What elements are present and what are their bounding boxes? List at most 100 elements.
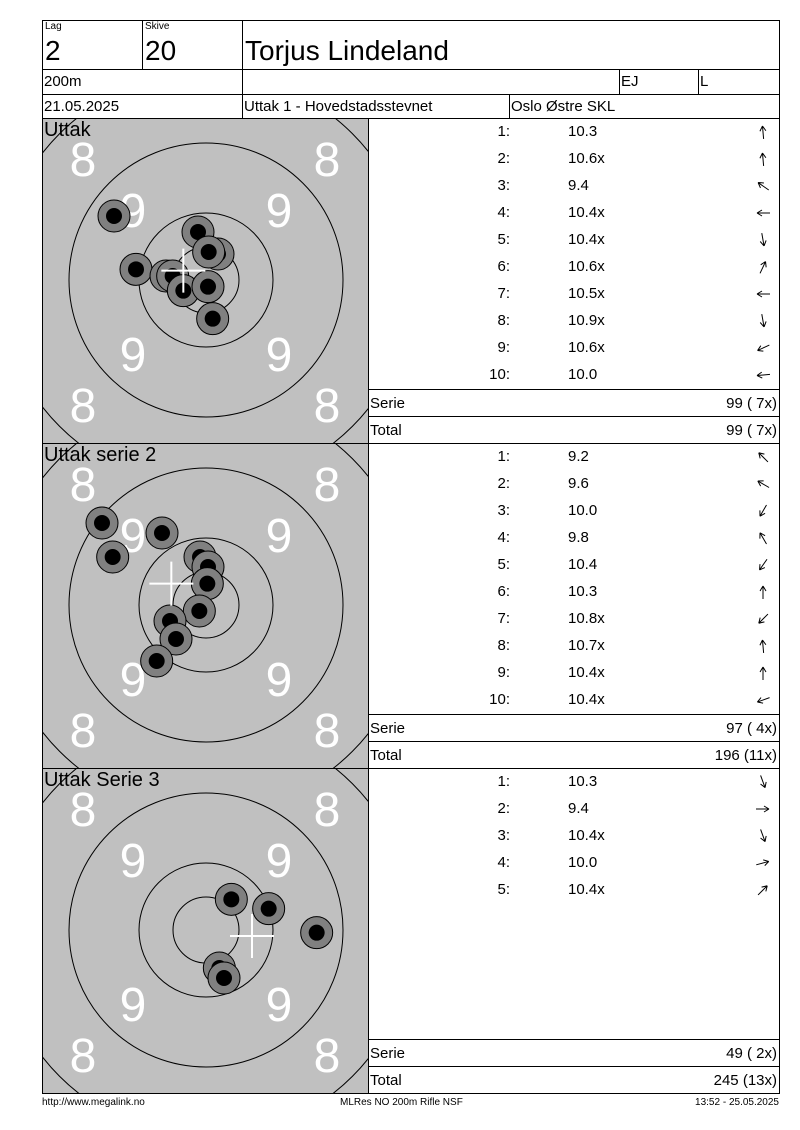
serie-label: Serie <box>370 720 406 737</box>
shot-value: 10.4x <box>568 691 605 708</box>
direction-arrow-icon <box>759 585 767 599</box>
shot-value: 10.3 <box>568 583 598 600</box>
total-value: 99 ( 7x) <box>726 422 777 439</box>
shot-row: 4:10.0 <box>368 850 779 877</box>
ring-8 <box>68 142 344 418</box>
shot-value: 10.4x <box>568 231 605 248</box>
total-value: 245 (13x) <box>713 1072 777 1089</box>
shot-value: 10.4x <box>568 827 605 844</box>
serie-value: 99 ( 7x) <box>726 395 777 412</box>
direction-arrow-icon <box>759 233 767 247</box>
blank-cell <box>242 69 620 95</box>
serie-value: 49 ( 2x) <box>726 1045 777 1062</box>
shot-value: 10.7x <box>568 637 605 654</box>
ring-number: 8 <box>70 784 97 837</box>
shot-row: 4: 9.8 <box>368 525 779 552</box>
skive-label: Skive <box>145 21 170 32</box>
ring-number: 9 <box>266 510 293 563</box>
shot-value: 10.0 <box>568 366 598 383</box>
shot-value: 10.4x <box>568 204 605 221</box>
direction-arrow-icon <box>757 480 770 488</box>
direction-arrow-icon <box>759 314 767 328</box>
shot-row: 1:10.3 <box>368 119 779 146</box>
shot-value: 9.2 <box>568 448 589 465</box>
ring-number: 9 <box>266 835 293 888</box>
shot-row: 4:10.4x <box>368 200 779 227</box>
shot-row: 7:10.8x <box>368 606 779 633</box>
class1-cell: EJ <box>619 69 699 95</box>
direction-arrow-icon <box>759 558 768 571</box>
ring-number: 8 <box>70 459 97 512</box>
shot-value: 10.3 <box>568 773 598 790</box>
ring-9 <box>138 537 274 673</box>
direction-arrow-icon <box>759 639 767 654</box>
ring-number: 9 <box>120 979 147 1032</box>
shot-value: 10.0 <box>568 502 598 519</box>
shot-center <box>191 603 208 619</box>
total-value: 196 (11x) <box>714 747 777 764</box>
skive-value: 20 <box>145 35 177 66</box>
shooter-name: Torjus Lindeland <box>245 35 449 66</box>
shot-center <box>148 653 165 669</box>
shot-number: 4: <box>497 529 510 546</box>
shot-center <box>199 575 216 592</box>
shot-center <box>106 208 122 224</box>
name-cell: Torjus Lindeland <box>242 20 780 70</box>
ring-number: 9 <box>266 979 293 1032</box>
shot-row: 1: 9.2 <box>368 444 779 471</box>
shot-number: 5: <box>497 881 510 898</box>
serie-row: Serie 99 ( 7x) <box>368 389 779 417</box>
shot-value: 9.6 <box>568 475 589 492</box>
shot-row: 9:10.6x <box>368 335 779 362</box>
direction-arrow-icon <box>759 666 767 680</box>
direction-arrow-icon <box>756 859 770 866</box>
shot-row: 3: 10.4x <box>368 823 779 850</box>
ring-number: 8 <box>314 1030 341 1083</box>
shot-number: 9: <box>497 664 510 681</box>
ring-number: 9 <box>266 329 293 382</box>
shot-row: 3:10.0 <box>368 498 779 525</box>
shot-value: 9.8 <box>568 529 589 546</box>
shot-number: 6: <box>497 258 510 275</box>
shot-center <box>223 891 240 908</box>
shot-value: 10.9x <box>568 312 605 329</box>
distance-cell: 200m <box>42 69 243 95</box>
ring-9 <box>138 862 274 998</box>
shot-value: 10.6x <box>568 339 605 356</box>
ring-number: 8 <box>314 134 341 187</box>
shot-row: 8:10.7x <box>368 633 779 660</box>
shot-value: 9.4 <box>568 800 589 817</box>
shot-number: 1: <box>497 448 510 465</box>
shot-number: 2: <box>497 800 510 817</box>
panel-title: Uttak serie 2 <box>44 444 157 466</box>
direction-arrow-icon <box>760 775 767 789</box>
shot-number: 3: <box>497 827 510 844</box>
shot-number: 5: <box>497 556 510 573</box>
shot-center <box>94 515 110 531</box>
ring-number: 8 <box>314 380 341 433</box>
shot-center <box>200 278 216 295</box>
shot-number: 7: <box>497 610 510 627</box>
shot-number: 1: <box>497 123 510 140</box>
direction-arrow-icon <box>759 152 767 167</box>
shot-row: 2:9.6 <box>368 471 779 498</box>
ring-number: 8 <box>314 784 341 837</box>
serie-label: Serie <box>370 395 406 412</box>
footer-timestamp: 13:52 - 25.05.2025 <box>695 1097 779 1108</box>
shot-number: 2: <box>497 150 510 167</box>
shot-value: 10.4x <box>568 664 605 681</box>
shot-center <box>204 310 221 327</box>
shot-number: 5: <box>497 231 510 248</box>
direction-arrow-icon <box>756 805 770 813</box>
shot-row: 8:10.9x <box>368 308 779 335</box>
